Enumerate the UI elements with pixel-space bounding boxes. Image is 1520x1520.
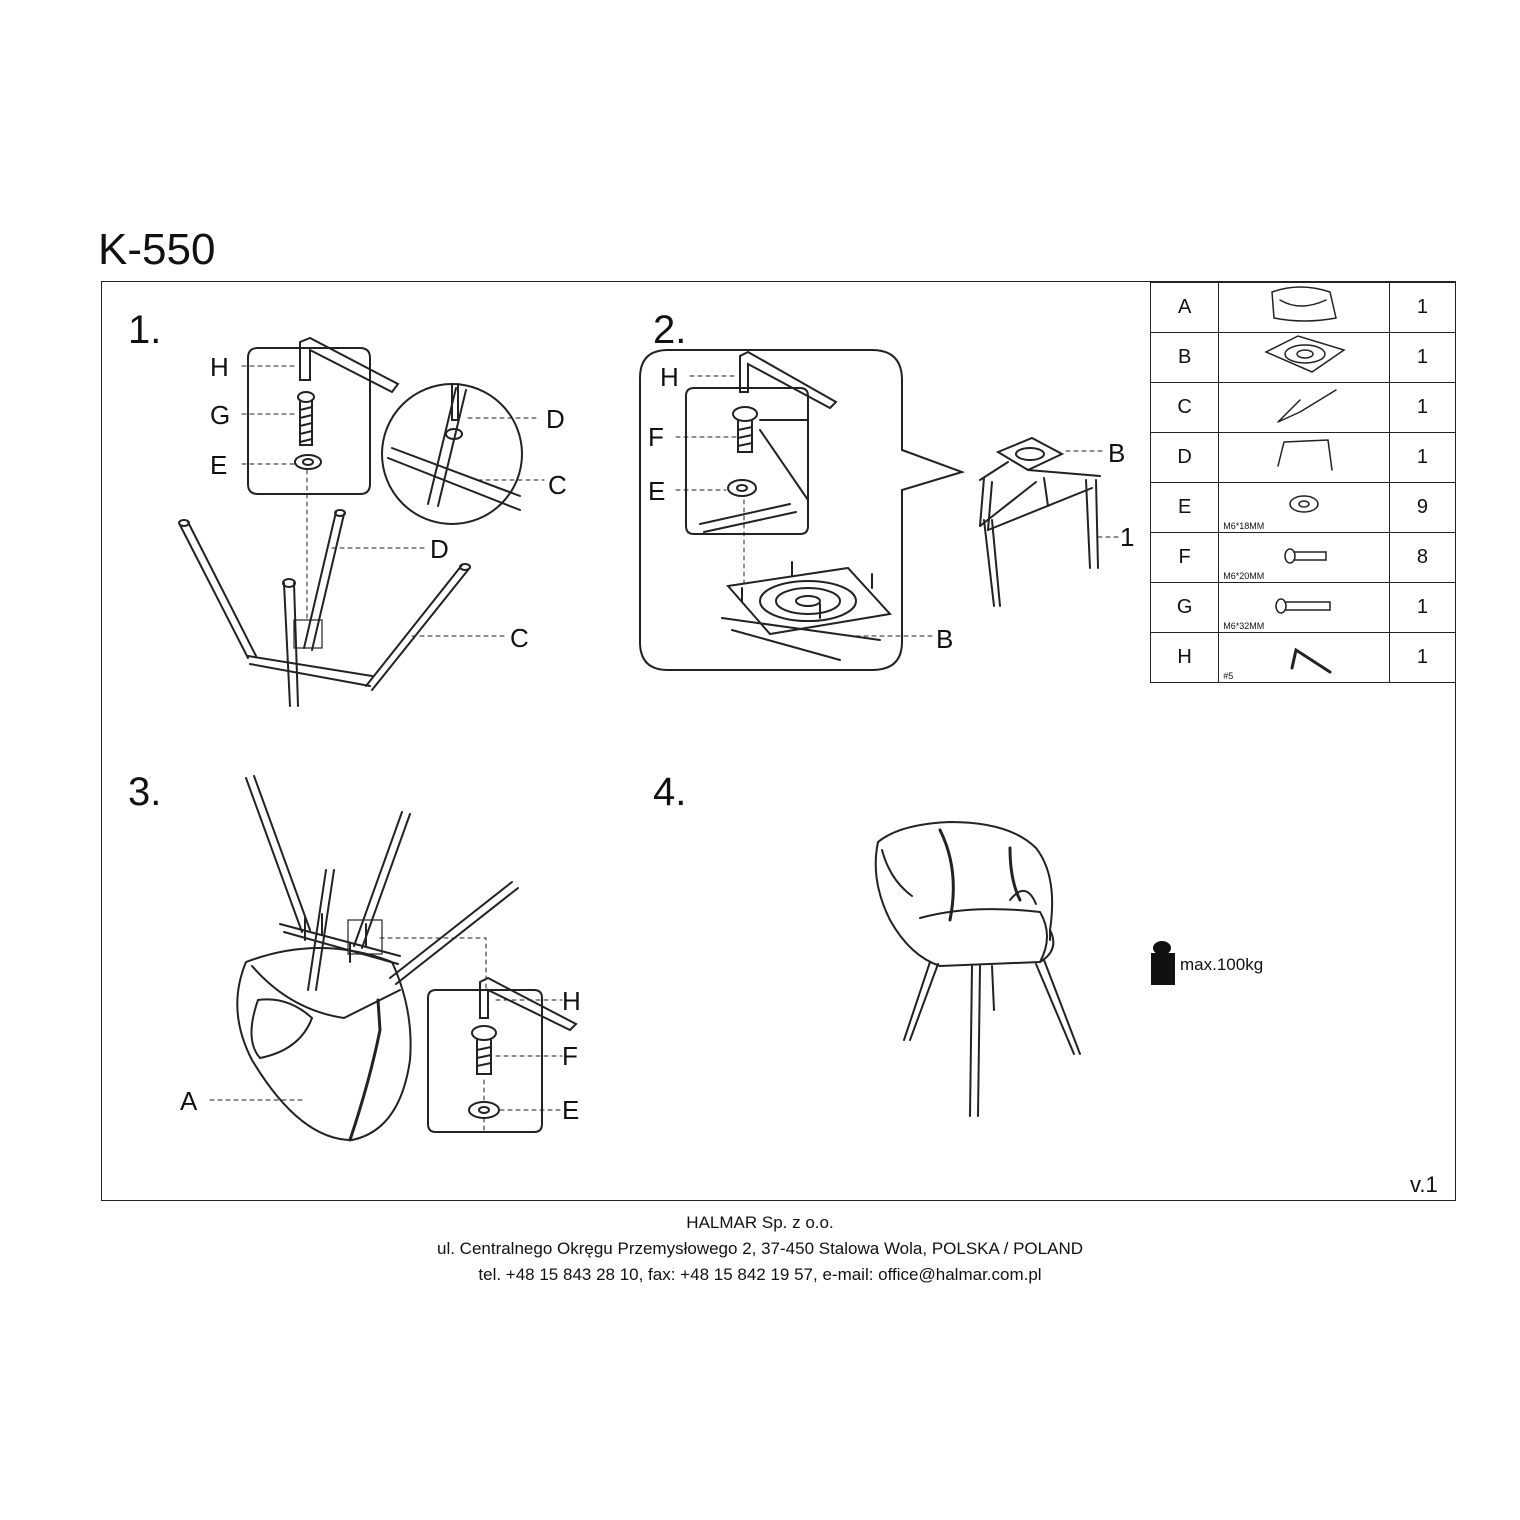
step3-label-a: A	[180, 1086, 198, 1116]
part-spec: M6*18MM	[1223, 521, 1265, 531]
step1-zoom-circle	[381, 383, 545, 525]
part-quantity: 1	[1388, 632, 1457, 683]
part-letter: G	[1149, 582, 1220, 633]
step2-label-h: H	[660, 362, 679, 392]
part-row: H #5 1	[1149, 632, 1457, 683]
part-image-cell	[1218, 282, 1390, 333]
step1-label-g: G	[210, 400, 231, 430]
part-letter: D	[1149, 432, 1220, 483]
document-title: K-550	[98, 225, 216, 274]
step3-legs-icon	[245, 775, 519, 993]
part-quantity: 8	[1388, 532, 1457, 583]
part-letter: B	[1149, 332, 1220, 383]
part-spec: #5	[1223, 671, 1234, 681]
part-image-cell: M6*20MM	[1218, 532, 1390, 583]
step3-label-h: H	[562, 986, 581, 1016]
part-letter: H	[1149, 632, 1220, 683]
part-quantity: 1	[1388, 582, 1457, 633]
part-letter: F	[1149, 532, 1220, 583]
step2-inner-box	[685, 387, 809, 535]
company-address: ul. Centralnego Okręgu Przemysłowego 2, …	[436, 1239, 1083, 1258]
part-quantity: 1	[1388, 382, 1457, 433]
part-spec: M6*20MM	[1223, 571, 1265, 581]
step2-bolt-f-icon	[732, 406, 758, 453]
part-quantity: 9	[1388, 482, 1457, 533]
step1-washer-e-icon	[294, 454, 322, 470]
part-image-cell	[1218, 382, 1390, 433]
step2-label-b-plate: B	[936, 624, 954, 654]
part-row: G M6*32MM 1	[1149, 582, 1457, 633]
step4-armchair-icon	[874, 820, 1081, 1117]
step2-label-e: E	[648, 476, 666, 506]
part-row: D 1	[1149, 432, 1457, 483]
version-label: v.1	[1410, 1172, 1438, 1197]
parts-list-table: A 1 B 1 C 1 D 1 E M6*18MM 9 F M6*20MM 8 …	[1149, 282, 1457, 683]
step-number-3: 3.	[128, 770, 162, 814]
step1-detail-box	[247, 347, 371, 495]
company-name: HALMAR Sp. z o.o.	[686, 1213, 834, 1232]
part-letter: E	[1149, 482, 1220, 533]
part-row: E M6*18MM 9	[1149, 482, 1457, 533]
part-quantity: 1	[1388, 332, 1457, 383]
part-letter: C	[1149, 382, 1220, 433]
step2-swivel-plate-icon	[721, 561, 933, 661]
step2-assembled-frame-icon	[979, 436, 1119, 607]
part-row: F M6*20MM 8	[1149, 532, 1457, 583]
step2-label-b: B	[1108, 438, 1126, 468]
step1-leg-frame-icon	[178, 509, 506, 707]
step-number-4: 4.	[653, 770, 687, 814]
part-quantity: 1	[1388, 282, 1457, 333]
company-footer: HALMAR Sp. z o.o. ul. Centralnego Okręgu…	[0, 1210, 1520, 1288]
step3-seat-shell-icon	[209, 947, 412, 1142]
step-number-1: 1.	[128, 308, 162, 352]
step1-bolt-g-icon	[297, 391, 315, 446]
part-image-cell: #5	[1218, 632, 1390, 683]
step2-callout-bubble	[639, 349, 966, 671]
step3-label-e: E	[562, 1095, 580, 1125]
part-image-cell	[1218, 332, 1390, 383]
step1-label-c: C	[510, 623, 529, 653]
max-weight-label: max.100kg	[1180, 955, 1264, 974]
part-letter: A	[1149, 282, 1220, 333]
instruction-frame	[101, 281, 1456, 1201]
part-row: A 1	[1149, 282, 1457, 333]
step3-label-f: F	[562, 1041, 578, 1071]
part-row: C 1	[1149, 382, 1457, 433]
part-image-cell	[1218, 432, 1390, 483]
step1-label-d-zoom: D	[546, 404, 565, 434]
step1-allen-key-icon	[299, 336, 400, 394]
step-number-2: 2.	[653, 308, 687, 352]
step2-allen-key-icon	[739, 350, 838, 410]
part-image-cell: M6*32MM	[1218, 582, 1390, 633]
part-image-cell: M6*18MM	[1218, 482, 1390, 533]
company-contact: tel. +48 15 843 28 10, fax: +48 15 842 1…	[478, 1265, 1042, 1284]
part-row: B 1	[1149, 332, 1457, 383]
weight-icon	[1151, 941, 1175, 985]
step1-label-e: E	[210, 450, 228, 480]
step3-detail-box	[427, 976, 578, 1135]
step2-washer-e-icon	[727, 479, 757, 497]
part-quantity: 1	[1388, 432, 1457, 483]
step2-label-f: F	[648, 422, 664, 452]
step1-label-c-zoom: C	[548, 470, 567, 500]
part-spec: M6*32MM	[1223, 621, 1265, 631]
step1-label-h: H	[210, 352, 229, 382]
step2-label-1: 1	[1120, 522, 1135, 552]
step1-label-d: D	[430, 534, 449, 564]
